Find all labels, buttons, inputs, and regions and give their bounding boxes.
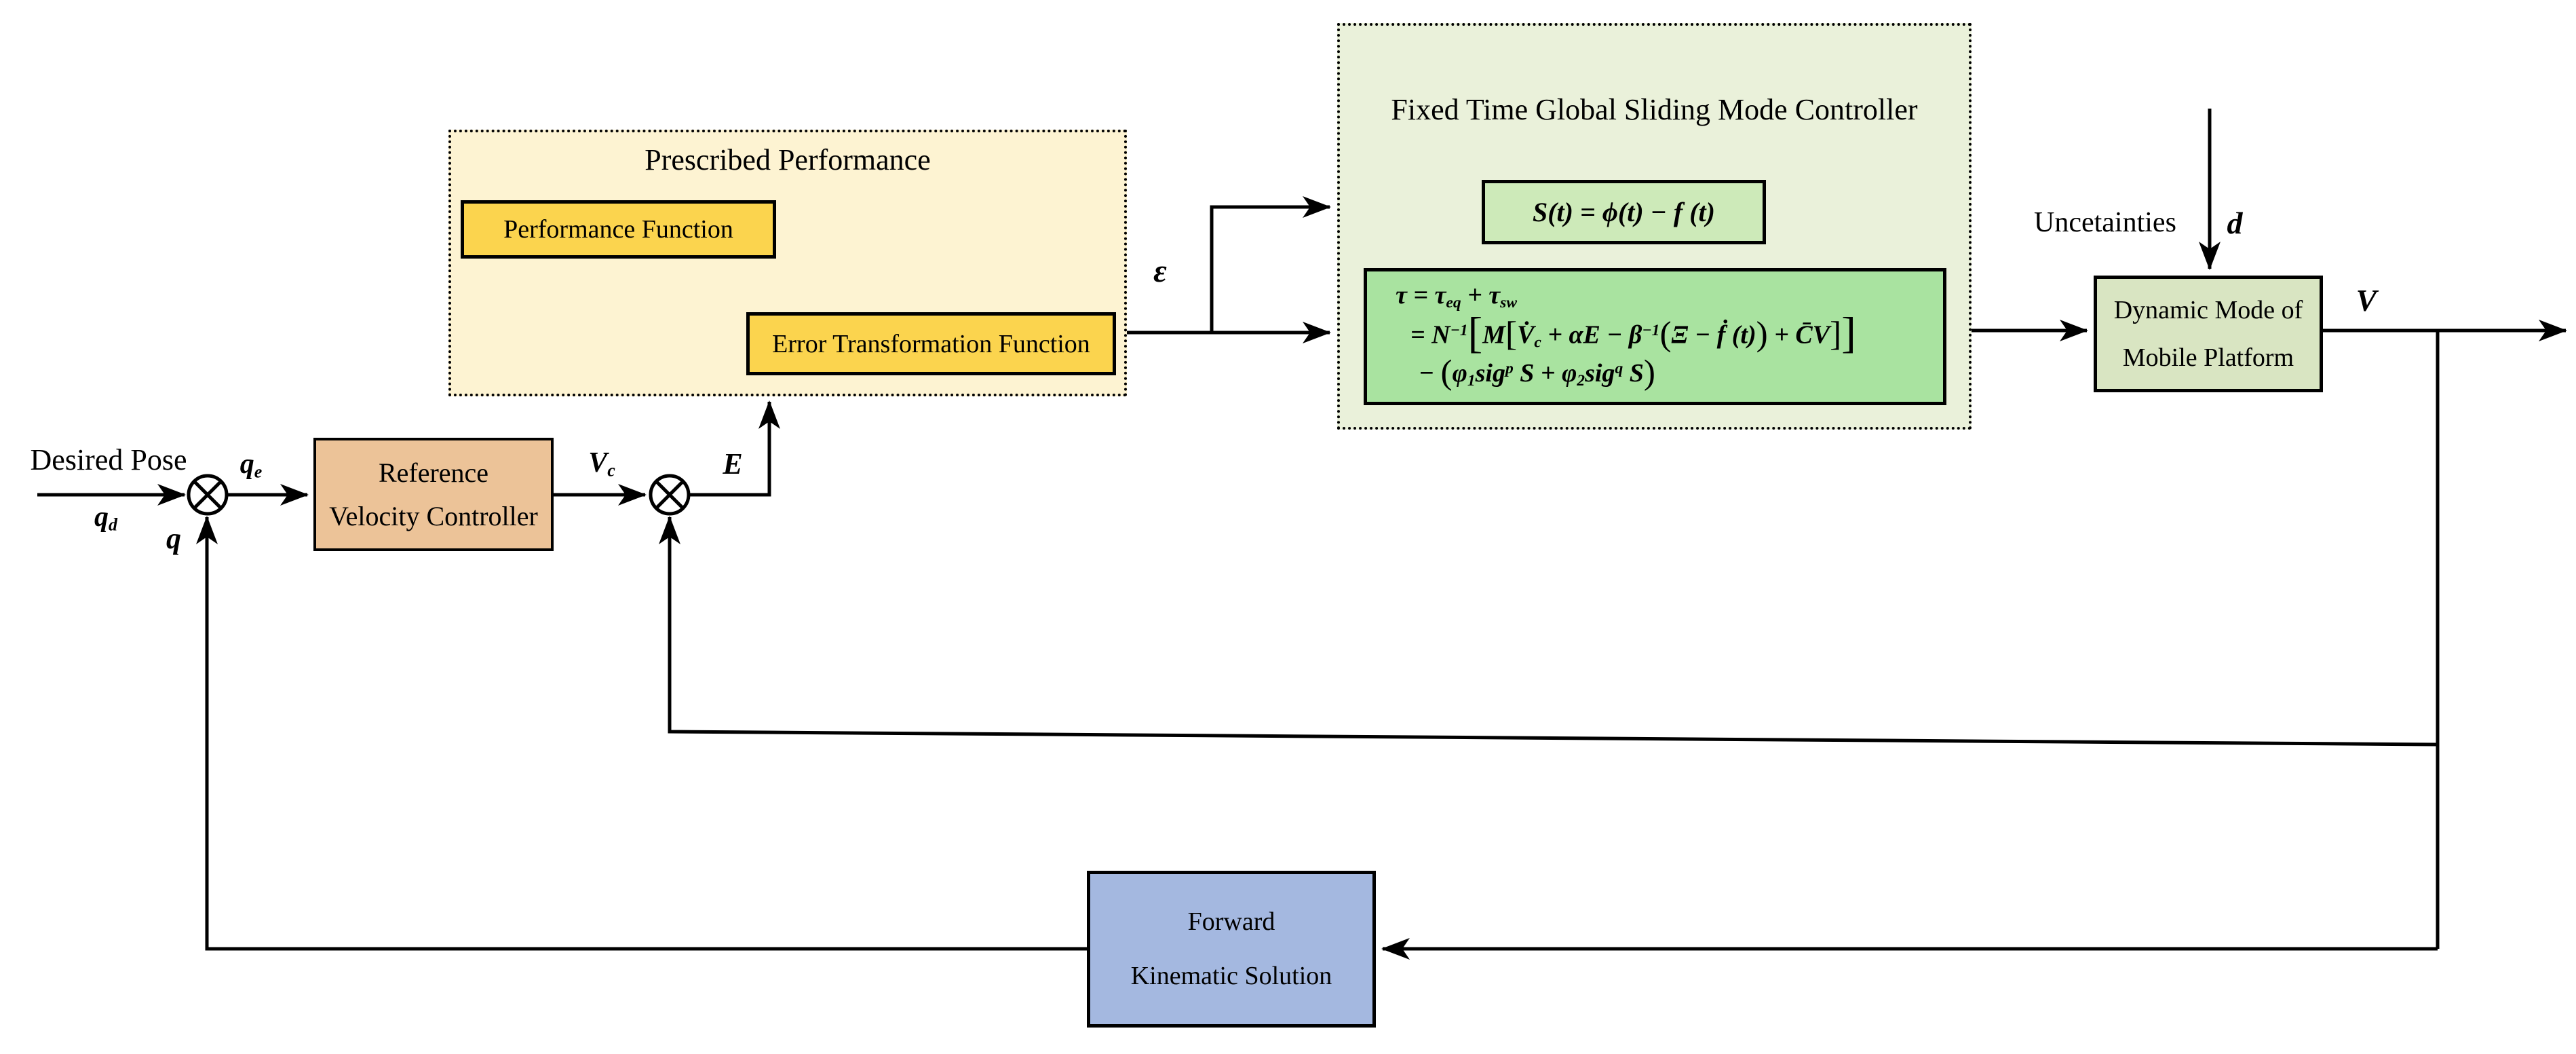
fks-label-line-1: Forward [1187, 907, 1275, 936]
qd-signal-label: qd [94, 502, 117, 535]
sum-junction-2 [649, 474, 691, 516]
arrow-epsilon-upper [1210, 196, 1331, 333]
vc-signal-label: Vc [588, 447, 615, 481]
performance-function-label: Performance Function [503, 215, 733, 244]
error-transformation-function-label: Error Transformation Function [772, 329, 1090, 358]
arrow-feedback-to-junction-2 [659, 516, 2438, 747]
tau-equation-line-1: τ = τeq + τsw [1396, 281, 1518, 312]
error-transformation-function-block: Error Transformation Function [746, 312, 1116, 375]
rvc-label-line-1: Reference [378, 457, 489, 488]
sliding-surface-equation: S(t) = ϕ(t) − f (t) [1532, 196, 1715, 227]
ftgsmc-title: Fixed Time Global Sliding Mode Controlle… [1391, 93, 1918, 126]
desired-pose-label: Desired Pose [30, 443, 187, 476]
uncertainties-label: Uncetainties [2034, 207, 2176, 238]
qe-signal-label: qe [239, 449, 263, 482]
epsilon-signal-label: ε [1153, 253, 1167, 289]
forward-kinematic-solution-block: Forward Kinematic Solution [1087, 871, 1376, 1028]
tau-equation-line-3: − (φ1sigp S + φ2sigq S) [1419, 353, 1655, 392]
performance-function-block: Performance Function [461, 200, 776, 259]
dm-label-line-1: Dynamic Mode of [2113, 295, 2303, 324]
e-signal-label: E [723, 447, 743, 481]
dynamic-mode-block: Dynamic Mode of Mobile Platform [2094, 276, 2323, 392]
tau-equation-line-2: = N−1[M[V̇c + αE − β−1(Ξ − ḟ (t)) + C̄V]… [1410, 308, 1856, 358]
q-signal-label: q [166, 522, 181, 555]
arrow-e-into-prescribed-performance [689, 400, 780, 497]
rvc-label-line-2: Velocity Controller [329, 500, 538, 531]
sum-junction-1 [187, 474, 229, 516]
fks-label-line-2: Kinematic Solution [1130, 961, 1332, 990]
prescribed-performance-title: Prescribed Performance [645, 143, 931, 176]
arrow-q-feedback-to-junction-1 [196, 516, 1087, 951]
control-law-equation-block: τ = τeq + τsw = N−1[M[V̇c + αE − β−1(Ξ −… [1364, 268, 1946, 405]
sliding-surface-equation-block: S(t) = ϕ(t) − f (t) [1482, 180, 1766, 244]
v-signal-label: V [2356, 283, 2377, 318]
dm-label-line-2: Mobile Platform [2122, 343, 2294, 372]
reference-velocity-controller-block: Reference Velocity Controller [313, 438, 554, 551]
d-signal-label: d [2227, 206, 2243, 240]
